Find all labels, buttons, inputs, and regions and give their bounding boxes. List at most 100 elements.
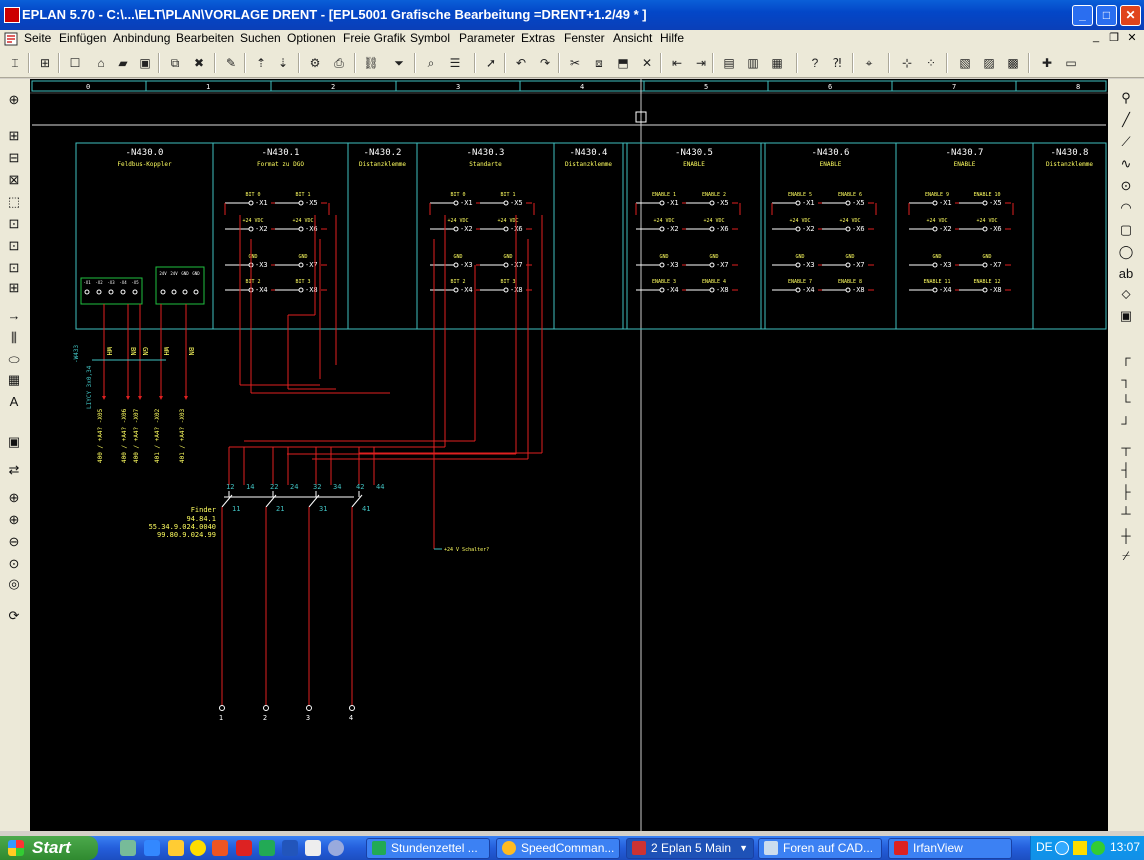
page-down-icon[interactable]: ⇣: [277, 56, 289, 70]
coupler-strip-b[interactable]: [155, 266, 205, 305]
doc-minimize-button[interactable]: _: [1092, 31, 1100, 43]
window2-icon[interactable]: ▥: [747, 56, 759, 70]
close-button[interactable]: ✕: [1120, 5, 1141, 26]
binoculars-icon[interactable]: ⊕: [8, 92, 20, 107]
menu-ansicht[interactable]: Ansicht: [613, 31, 653, 45]
text-ab-icon[interactable]: ab: [1118, 266, 1134, 281]
break-icon[interactable]: ⌿: [1122, 548, 1130, 563]
zoom-all-icon[interactable]: ⊙: [8, 556, 20, 571]
terminal-point[interactable]: [659, 226, 665, 232]
remove-icon[interactable]: ✕: [641, 56, 653, 70]
redo-icon[interactable]: ↷: [539, 56, 551, 70]
terminal-point[interactable]: [298, 287, 304, 293]
terminal-point[interactable]: [982, 287, 988, 293]
terminal-point[interactable]: [795, 287, 801, 293]
terminal-point[interactable]: [932, 226, 938, 232]
swap-icon[interactable]: ⇄: [8, 462, 20, 477]
menu-freie-grafik[interactable]: Freie Grafik: [343, 31, 406, 45]
terminal-point[interactable]: [982, 200, 988, 206]
page-up-icon[interactable]: ⇡: [255, 56, 267, 70]
start-button[interactable]: Start: [0, 836, 98, 860]
zoom-window-icon[interactable]: ⊕: [8, 512, 20, 527]
menu-fenster[interactable]: Fenster: [564, 31, 605, 45]
new-macro-icon[interactable]: ✚: [1041, 56, 1053, 70]
quicklaunch-media-icon[interactable]: [328, 840, 344, 856]
grid-icon[interactable]: ⊹: [901, 56, 913, 70]
potential-icon[interactable]: ⫼: [11, 330, 17, 345]
task-speedcommander[interactable]: SpeedComman...: [496, 838, 620, 859]
macro-list-icon[interactable]: ▭: [1065, 56, 1077, 70]
terminal-point[interactable]: [932, 262, 938, 268]
terminal-point[interactable]: [659, 200, 665, 206]
task-eplan[interactable]: 2 Eplan 5 Main▼: [626, 838, 754, 859]
quicklaunch-ie-icon[interactable]: [144, 840, 160, 856]
maximize-button[interactable]: □: [1096, 5, 1117, 26]
terminal-icon[interactable]: ⊟: [8, 150, 20, 165]
angle-2-icon[interactable]: ┐: [1121, 372, 1131, 387]
terminal-point[interactable]: [503, 226, 509, 232]
list-icon[interactable]: ☰: [449, 56, 461, 70]
ellipse-tool-icon[interactable]: ◯: [1118, 244, 1134, 259]
macro2-icon[interactable]: ▨: [983, 56, 995, 70]
select-tool-icon[interactable]: ⌶: [11, 56, 19, 70]
paste-icon[interactable]: ⬒: [617, 56, 629, 70]
quicklaunch-pdf-icon[interactable]: [236, 840, 252, 856]
macro1-icon[interactable]: ▧: [959, 56, 971, 70]
menu-bearbeiten[interactable]: Bearbeiten: [176, 31, 235, 45]
fill-icon[interactable]: ⬦: [1121, 286, 1131, 301]
new-page-icon[interactable]: ☐: [69, 56, 81, 70]
zoom-out-icon[interactable]: ⊖: [8, 534, 20, 549]
link-icon[interactable]: ⛓: [363, 56, 379, 70]
print-icon[interactable]: ⎙: [334, 56, 344, 70]
terminal-point[interactable]: [659, 287, 665, 293]
text-tool-icon[interactable]: A: [9, 394, 19, 409]
terminal-point[interactable]: [659, 262, 665, 268]
zoom-100-icon[interactable]: ◎: [8, 576, 20, 591]
task-irfanview[interactable]: IrfanView: [888, 838, 1012, 859]
line-tool-icon[interactable]: ⚲: [1121, 90, 1131, 105]
menu-optionen[interactable]: Optionen: [287, 31, 336, 45]
copy-icon[interactable]: ⧉: [170, 56, 180, 70]
ellipse-icon[interactable]: ⬭: [8, 352, 20, 367]
angle-4-icon[interactable]: ┘: [1121, 416, 1131, 431]
copy-symbol-icon[interactable]: ⧈: [595, 56, 603, 70]
coupler-pin[interactable]: [120, 289, 126, 295]
terminal-point[interactable]: [709, 226, 715, 232]
tray-warning-icon[interactable]: [1073, 841, 1087, 855]
tee-2-icon[interactable]: ┤: [1121, 462, 1131, 477]
quicklaunch-excel-icon[interactable]: [259, 840, 275, 856]
image-icon[interactable]: ▣: [1119, 308, 1133, 323]
menu-seite[interactable]: Seite: [24, 31, 52, 45]
quicklaunch-explorer-icon[interactable]: [168, 840, 184, 856]
terminal-point[interactable]: [845, 226, 851, 232]
terminal-point[interactable]: [298, 200, 304, 206]
macro-icon[interactable]: ⊞: [8, 280, 20, 295]
terminal-point[interactable]: [845, 262, 851, 268]
tee-3-icon[interactable]: ├: [1121, 484, 1131, 499]
language-indicator[interactable]: DE: [1036, 840, 1053, 854]
cross-icon[interactable]: ┼: [1121, 528, 1131, 543]
arc-icon[interactable]: ◠: [1120, 200, 1132, 215]
doc-close-button[interactable]: ✕: [1127, 32, 1137, 44]
coupler-pin[interactable]: [108, 289, 114, 295]
terminal-point[interactable]: [503, 287, 509, 293]
terminal-point[interactable]: [709, 287, 715, 293]
box-icon[interactable]: ⬚: [7, 194, 21, 209]
terminal-point[interactable]: [503, 200, 509, 206]
terminal-point[interactable]: [453, 226, 459, 232]
move-left-icon[interactable]: ⇤: [671, 56, 683, 70]
tray-collapse-icon[interactable]: [1055, 841, 1069, 855]
terminal-point[interactable]: [453, 287, 459, 293]
terminal-point[interactable]: [453, 200, 459, 206]
cut-icon[interactable]: ✂: [569, 56, 581, 70]
window1-icon[interactable]: ▤: [723, 56, 735, 70]
polyline-icon[interactable]: ╱: [1122, 112, 1130, 127]
device-icon[interactable]: ▣: [7, 434, 21, 449]
coupler-pin[interactable]: [132, 289, 138, 295]
path-icon[interactable]: ⟋: [1121, 134, 1131, 149]
quicklaunch-firefox-icon[interactable]: [212, 840, 228, 856]
delete-icon[interactable]: ✖: [193, 56, 205, 70]
terminal-point[interactable]: [845, 287, 851, 293]
menu-einfuegen[interactable]: Einfügen: [59, 31, 107, 45]
